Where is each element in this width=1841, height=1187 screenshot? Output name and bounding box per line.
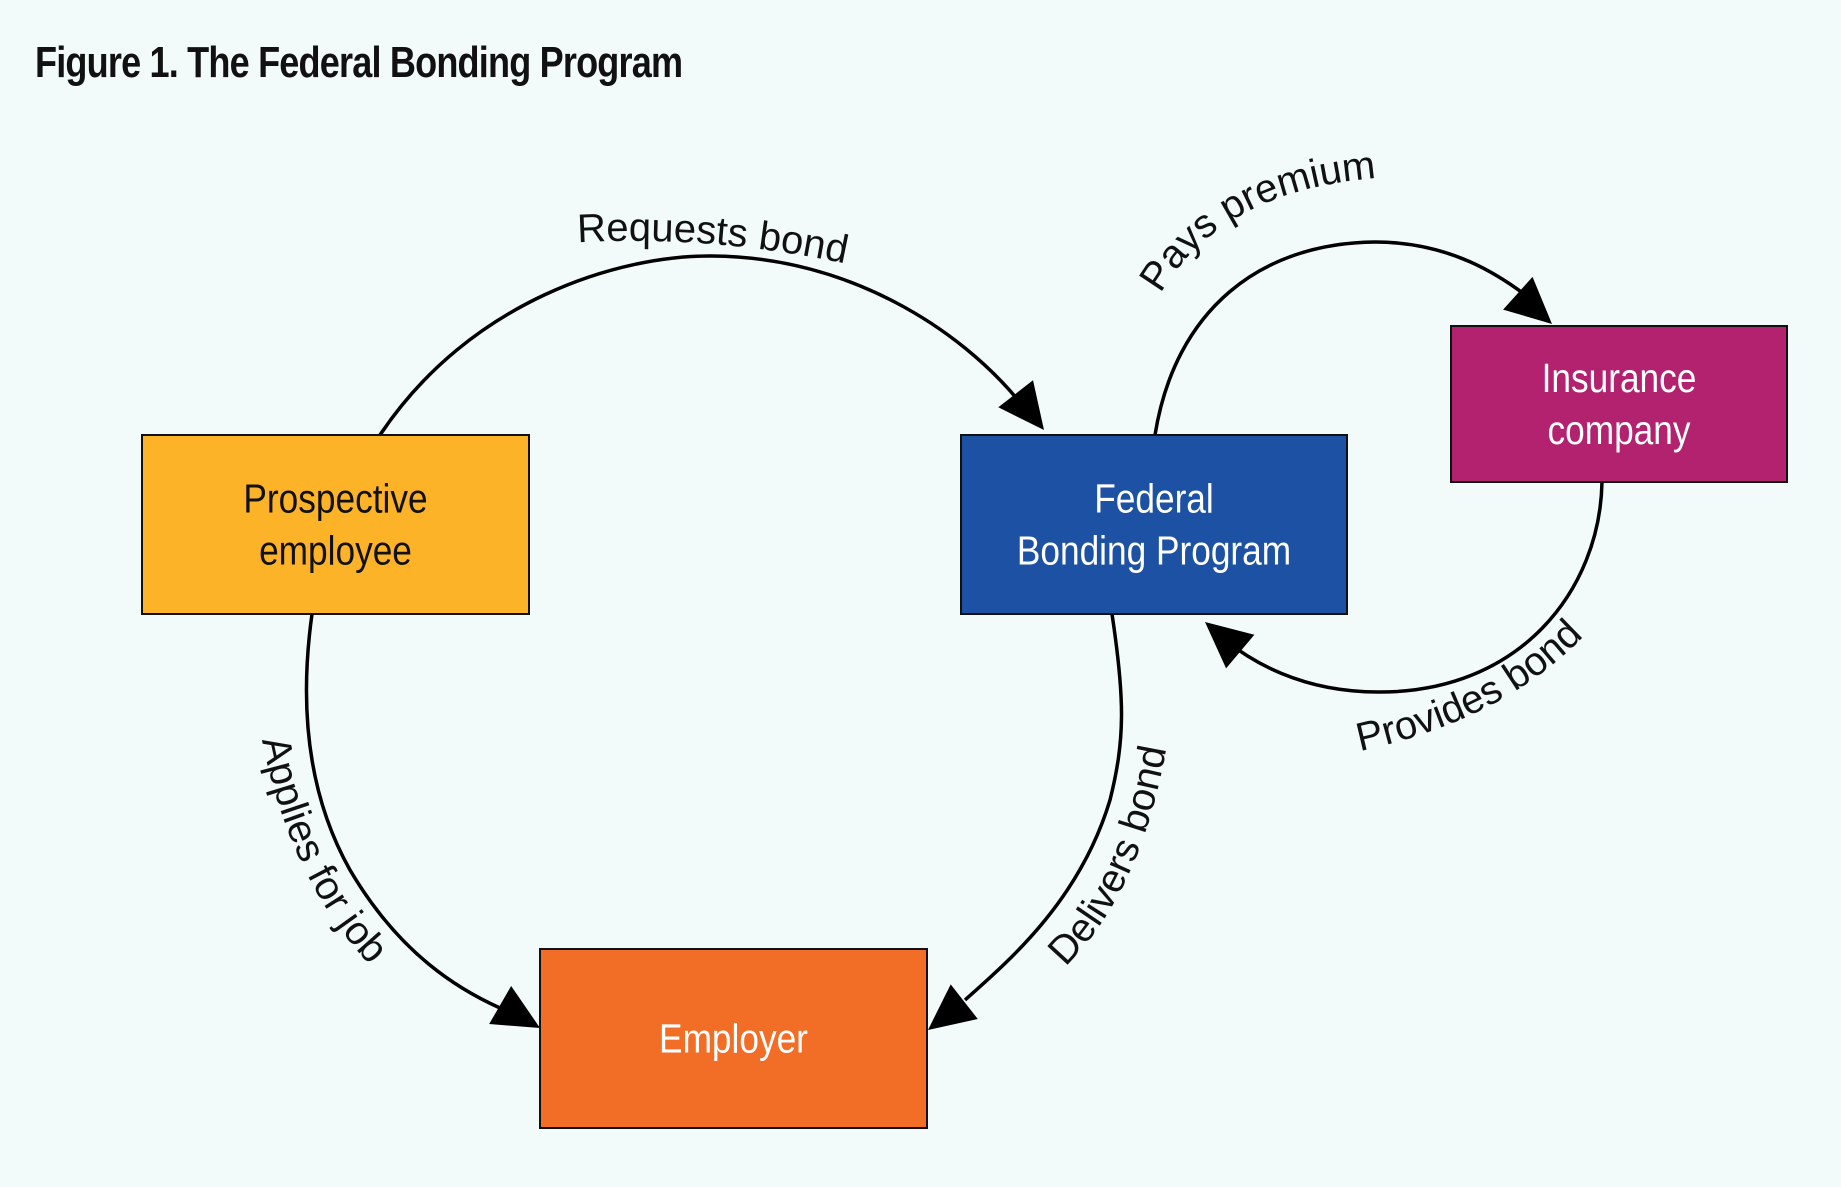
federal-label-line: Federal xyxy=(1094,476,1214,522)
requests-bond-label: Requests bond xyxy=(576,206,852,272)
node-employer: Employer xyxy=(539,948,928,1129)
applies-for-job-label: Applies for job xyxy=(253,732,396,971)
requests-bond-arrow xyxy=(378,254,1020,436)
provides-bond-arrowhead xyxy=(1205,622,1255,669)
federal-label-line: Bonding Program xyxy=(1017,528,1291,574)
node-prospective: Prospective employee xyxy=(141,434,530,615)
pays-premium-arrow xyxy=(1153,240,1534,436)
provides-bond-arrow xyxy=(1223,481,1604,694)
pays-premium-arrowhead xyxy=(1503,276,1552,324)
prospective-label-line: Prospective xyxy=(243,476,427,522)
requests-bond-arrowhead xyxy=(998,380,1044,430)
node-insurance: Insurance company xyxy=(1450,325,1788,483)
prospective-box xyxy=(141,434,530,615)
federal-box xyxy=(960,434,1348,615)
insurance-label-line: company xyxy=(1547,408,1691,454)
delivers-bond-label: Delivers bond xyxy=(1040,742,1175,973)
provides-bond-label: Provides bond xyxy=(1352,611,1591,760)
insurance-box xyxy=(1450,325,1788,483)
employer-label-line: Employer xyxy=(659,1016,808,1062)
applies-for-job-arrow xyxy=(304,613,501,1010)
delivers-bond-arrow xyxy=(963,613,1124,1002)
prospective-label-line: employee xyxy=(259,528,412,574)
employer-box xyxy=(539,948,928,1129)
figure-title: Figure 1. The Federal Bonding Program xyxy=(35,38,683,87)
applies-for-job-arrowhead xyxy=(489,985,540,1028)
delivers-bond-arrowhead xyxy=(928,984,978,1030)
insurance-label-line: Insurance xyxy=(1542,356,1697,402)
